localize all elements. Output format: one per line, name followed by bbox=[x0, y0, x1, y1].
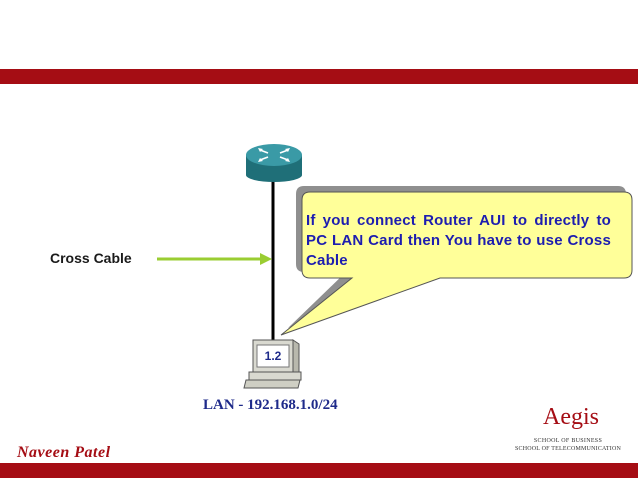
logo-tagline-business: SCHOOL OF BUSINESS bbox=[533, 438, 603, 444]
callout-bubble bbox=[280, 191, 633, 336]
footer-band bbox=[0, 463, 638, 478]
router-icon bbox=[246, 144, 302, 182]
pc-address-label: 1.2 bbox=[264, 349, 282, 363]
header-band bbox=[0, 69, 638, 84]
cable-label: Cross Cable bbox=[50, 250, 132, 266]
logo-tagline-telecom: SCHOOL OF TELECOMMUNICATION bbox=[514, 446, 622, 452]
callout-text: If you connect Router AUI to directly to… bbox=[306, 212, 611, 269]
arrow-right-icon bbox=[157, 253, 272, 265]
author-name: Naveen Patel bbox=[17, 444, 111, 461]
lan-label: LAN - 192.168.1.0/24 bbox=[203, 397, 338, 413]
logo-wordmark: Aegis bbox=[543, 404, 599, 430]
pc-icon bbox=[243, 339, 302, 389]
aegis-logo: Aegis SCHOOL OF BUSINESS SCHOOL OF TELEC… bbox=[508, 404, 628, 456]
